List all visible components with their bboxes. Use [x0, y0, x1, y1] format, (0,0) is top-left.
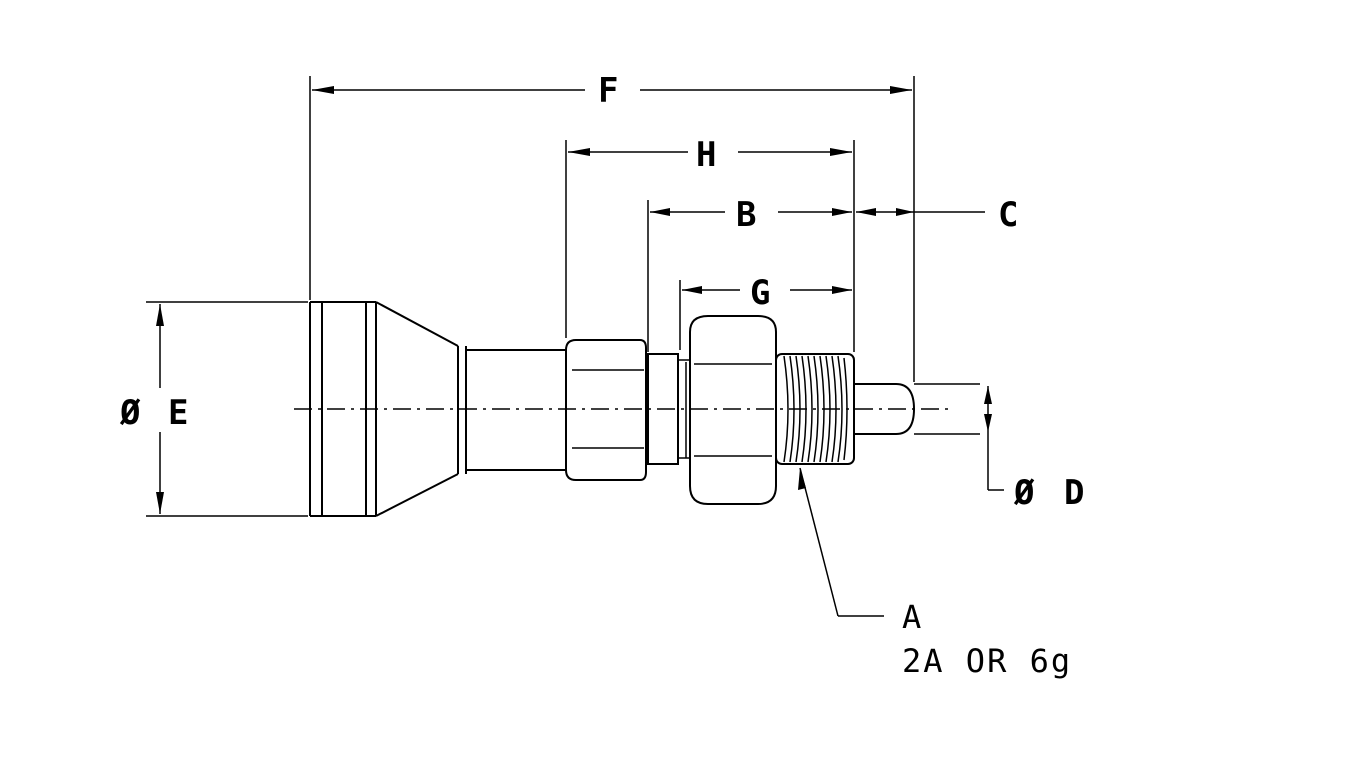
dimension-label-b: B [736, 195, 756, 235]
dimension-c: C [856, 195, 1018, 235]
dimension-g: G [682, 273, 852, 313]
dimension-diameter-e: Ø E [119, 304, 188, 514]
dimension-f: F [312, 71, 912, 111]
dimension-h: H [568, 135, 852, 175]
extension-lines [146, 76, 915, 517]
thread-label-a: A [902, 598, 923, 636]
thread-callout: A 2A OR 6g [798, 467, 1072, 680]
taper-cone [375, 301, 467, 517]
dimension-label-f: F [598, 71, 618, 111]
dimension-label-g: G [750, 273, 770, 313]
neck [466, 349, 566, 471]
dimension-label-d: D [1064, 473, 1084, 513]
dimension-label-e: E [168, 393, 188, 433]
diameter-symbol-e: Ø [119, 393, 141, 433]
hex-body [565, 339, 647, 481]
dimension-label-h: H [696, 135, 716, 175]
jam-nut [685, 315, 777, 505]
dimension-label-c: C [998, 195, 1018, 235]
part-outline [294, 301, 980, 517]
thread-class-note: 2A OR 6g [902, 642, 1072, 680]
dimension-diameter-d: Ø D [984, 386, 1084, 513]
dimension-b: B [650, 195, 852, 235]
diameter-symbol-d: Ø [1013, 473, 1035, 513]
probe-tip [854, 383, 980, 435]
